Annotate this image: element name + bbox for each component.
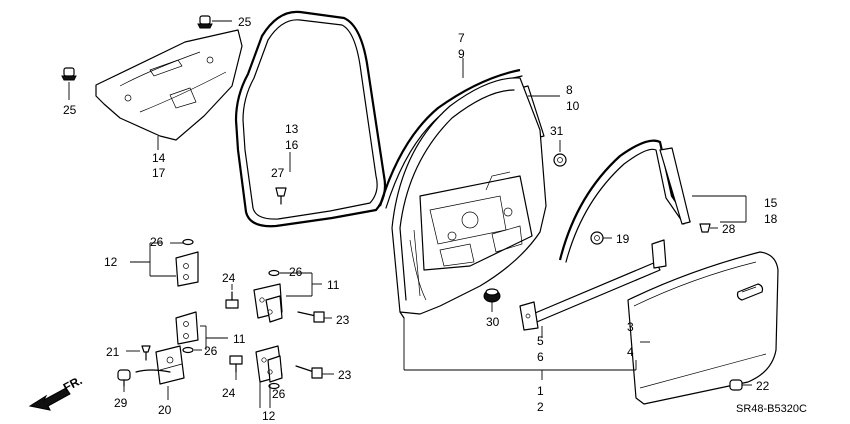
clip-27 (275, 187, 287, 205)
clip-25-left (61, 67, 77, 100)
callout-29: 29 (114, 396, 128, 410)
clip-25-top (197, 15, 232, 29)
callout-18: 18 (764, 212, 778, 226)
callout-6: 6 (537, 350, 544, 364)
callout-8: 8 (566, 83, 573, 97)
impact-beam (519, 239, 667, 338)
grommet-30 (483, 288, 501, 312)
callout-9: 9 (458, 47, 465, 61)
callout-30: 30 (486, 315, 500, 329)
pin-21 (126, 345, 151, 361)
washer-26-lower-left (182, 346, 202, 354)
callout-14: 14 (152, 151, 166, 165)
callout-21: 21 (106, 345, 120, 359)
lower-hinge-body-side (255, 345, 283, 408)
door-sash-frame (558, 139, 747, 263)
bolt-24 (225, 284, 239, 309)
diagram-code: SR48-B5320C (736, 403, 807, 415)
callout-25: 25 (238, 15, 252, 29)
hole-seal-sheet (95, 29, 243, 150)
callout-25: 25 (63, 103, 77, 117)
door-checker-20 (135, 345, 185, 400)
callout-11: 11 (327, 278, 340, 292)
callout-10: 10 (566, 99, 580, 113)
door-inner-panel (391, 77, 547, 319)
callout-31: 31 (550, 124, 564, 138)
door-weatherstrip (234, 10, 387, 228)
bolt-24-lower (229, 355, 243, 380)
callout-3: 3 (627, 320, 634, 334)
callout-27: 27 (271, 166, 285, 180)
bolt-23-lower (295, 365, 334, 379)
callout-22: 22 (756, 379, 770, 393)
callout-11: 11 (233, 332, 246, 346)
callout-15: 15 (764, 196, 778, 210)
callout-5: 5 (537, 334, 544, 348)
assembly-bracket-1-2 (403, 318, 637, 380)
callout-19: 19 (616, 232, 630, 246)
door-outer-skin (627, 251, 779, 405)
callout-4: 4 (627, 345, 634, 359)
cap-22 (729, 379, 752, 391)
callout-23: 23 (338, 368, 352, 382)
callout-26: 26 (204, 344, 218, 358)
clip-28 (699, 223, 718, 233)
callout-26: 26 (150, 235, 164, 249)
callout-12: 12 (104, 255, 118, 269)
callout-20: 20 (158, 403, 172, 417)
callout-7: 7 (458, 31, 465, 45)
nut-19 (590, 231, 612, 245)
bolt-23-upper (297, 311, 332, 323)
callout-1: 1 (537, 384, 544, 398)
callout-16: 16 (285, 138, 299, 152)
callout-2: 2 (537, 400, 544, 414)
lower-hinge-door-side (175, 311, 228, 350)
nut-31 (553, 140, 567, 167)
upper-hinge-body-side (253, 269, 322, 323)
callout-28: 28 (722, 222, 736, 236)
callout-13: 13 (285, 122, 299, 136)
callout-23: 23 (336, 313, 350, 327)
callout-24: 24 (222, 271, 236, 285)
callout-26: 26 (272, 387, 286, 401)
callout-24: 24 (222, 386, 236, 400)
callout-12: 12 (262, 409, 276, 423)
bolt-29 (117, 369, 131, 392)
upper-hinge-door-side (130, 238, 199, 287)
callout-26: 26 (289, 265, 303, 279)
front-direction-arrow (28, 387, 71, 411)
callout-17: 17 (152, 166, 166, 180)
